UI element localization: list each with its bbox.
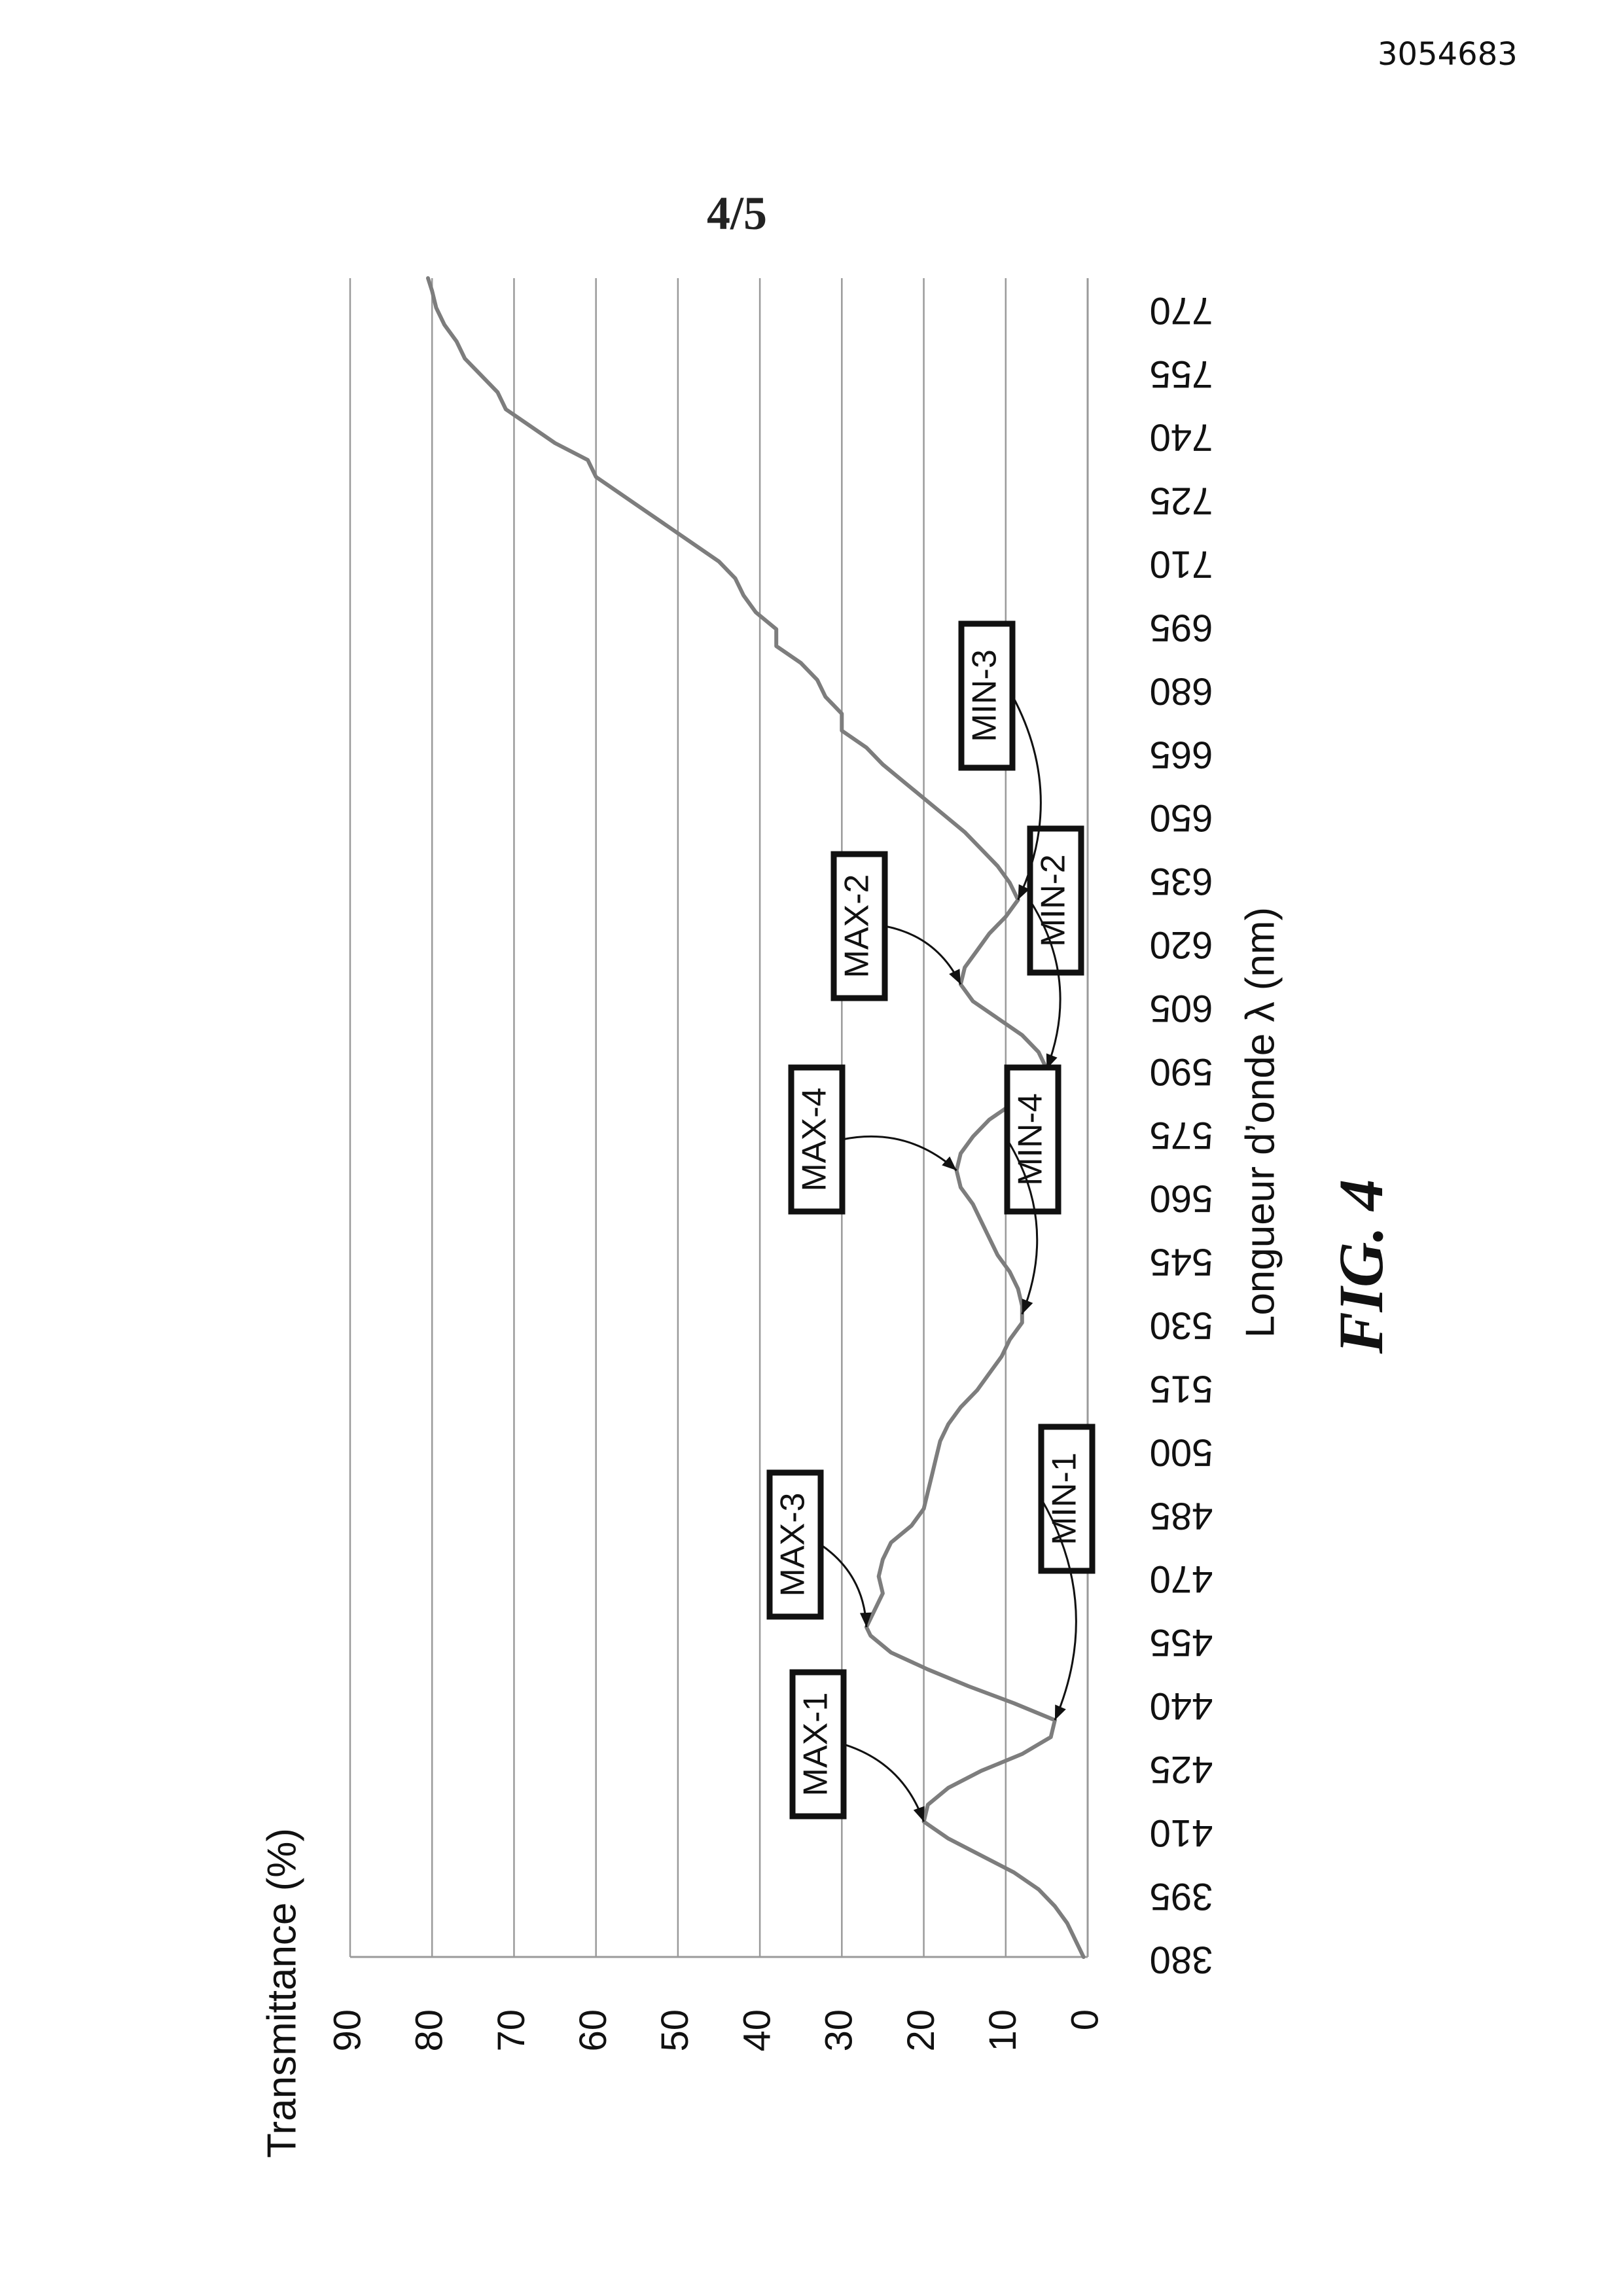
- annotation-max-1: MAX-1: [789, 1669, 925, 1822]
- annotation-box: [958, 620, 1016, 771]
- x-tick-label: 395: [1150, 1875, 1213, 1918]
- annotation-box: [1038, 1424, 1096, 1574]
- x-tick-label: 380: [1150, 1939, 1213, 1981]
- arrowhead: [913, 1806, 925, 1822]
- y-tick-label: 0: [1063, 2009, 1106, 2030]
- annotation-leader: [1011, 695, 1042, 901]
- y-tick-label: 90: [326, 2009, 368, 2052]
- x-tick-label: 455: [1150, 1621, 1213, 1664]
- annotation-box: [830, 851, 888, 1001]
- y-axis-label: Transmittance (%): [259, 1828, 304, 2158]
- annotation-box: [788, 1064, 846, 1215]
- annotation-label: MIN-1: [1046, 1452, 1084, 1545]
- annotation-label: MAX-2: [838, 874, 876, 978]
- x-tick-label: 500: [1150, 1431, 1213, 1473]
- document-number: 3054683: [1378, 36, 1518, 73]
- y-tick-label: 70: [490, 2009, 533, 2052]
- series-line-0: [426, 276, 1086, 1959]
- x-tick-label: 515: [1150, 1367, 1213, 1410]
- x-tick-label: 575: [1150, 1114, 1213, 1157]
- arrowhead: [1018, 884, 1030, 900]
- x-tick-label: 410: [1150, 1812, 1213, 1854]
- sheet-number: 4/5: [707, 187, 768, 240]
- annotation-max-4: MAX-4: [788, 1064, 957, 1215]
- y-tick-labels: 0 10 20 30 40 50 60 70 80 90: [326, 2009, 1106, 2052]
- x-tick-label: 635: [1150, 860, 1213, 903]
- x-tick-label: 590: [1150, 1050, 1213, 1093]
- annotation-min-1: MIN-1: [1038, 1424, 1096, 1721]
- annotation-max-2: MAX-2: [830, 851, 962, 1001]
- x-tick-label: 695: [1150, 606, 1213, 649]
- arrowhead: [1054, 1704, 1066, 1721]
- x-tick-label: 425: [1150, 1748, 1213, 1791]
- annotation-min-2: MIN-2: [1027, 825, 1084, 1069]
- annotation-min-3: MIN-3: [958, 620, 1042, 901]
- annotation-label: MIN-2: [1035, 854, 1073, 947]
- x-tick-label: 755: [1150, 353, 1213, 395]
- annotation-min-4: MIN-4: [1004, 1064, 1061, 1315]
- annotation-leader: [843, 1743, 925, 1822]
- y-tick-label: 30: [818, 2009, 861, 2052]
- y-tick-label: 10: [982, 2009, 1024, 2052]
- figure-caption: FIG. 4: [1326, 1179, 1396, 1355]
- annotation-layer: MAX-1 MIN-1 MAX-3 MIN-4 MAX-4 MIN-2 MAX-2 MIN-3: [766, 620, 1096, 1822]
- annotation-box: [1004, 1064, 1061, 1215]
- annotation-label: MAX-4: [796, 1088, 834, 1192]
- x-tick-label: 650: [1150, 797, 1213, 839]
- x-axis-label: Longueur d’onde λ (nm): [1238, 907, 1283, 1338]
- x-tick-label: 665: [1150, 733, 1213, 776]
- arrowhead: [1046, 1053, 1058, 1069]
- annotation-box: [766, 1469, 824, 1620]
- x-tick-label: 740: [1150, 416, 1213, 459]
- x-tick-label: 770: [1150, 289, 1213, 332]
- x-tick-label: 560: [1150, 1177, 1213, 1220]
- x-tick-label: 620: [1150, 924, 1213, 966]
- annotation-label: MIN-4: [1012, 1093, 1050, 1186]
- x-tick-label: 470: [1150, 1558, 1213, 1600]
- arrowhead: [1022, 1299, 1033, 1314]
- arrowhead: [942, 1156, 957, 1171]
- x-tick-label: 530: [1150, 1304, 1213, 1347]
- x-tick-label: 440: [1150, 1685, 1213, 1727]
- grid-layer: [349, 278, 1089, 1958]
- annotation-leader: [842, 1135, 957, 1172]
- annotation-box: [1027, 825, 1084, 976]
- x-tick-label: 545: [1150, 1241, 1213, 1283]
- y-tick-label: 80: [408, 2009, 451, 2052]
- annotation-leader: [1029, 900, 1061, 1069]
- y-tick-label: 40: [736, 2009, 778, 2052]
- annotation-max-3: MAX-3: [766, 1469, 872, 1628]
- x-tick-label: 725: [1150, 480, 1213, 522]
- arrowhead: [949, 969, 961, 984]
- y-tick-label: 50: [654, 2009, 696, 2052]
- y-tick-label: 60: [572, 2009, 615, 2052]
- x-tick-label: 605: [1150, 987, 1213, 1030]
- annotation-leader: [820, 1543, 868, 1628]
- x-tick-label: 710: [1150, 543, 1213, 586]
- series-layer: [426, 276, 1086, 1959]
- annotation-leader: [884, 925, 962, 985]
- x-tick-label: 680: [1150, 670, 1213, 712]
- x-tick-label: 485: [1150, 1494, 1213, 1537]
- annotation-leader: [1040, 1498, 1077, 1721]
- y-tick-label: 20: [900, 2009, 942, 2052]
- annotation-label: MAX-3: [774, 1493, 812, 1597]
- x-tick-labels: 380 395 410 425 440 455 470 485 500 515 530 545 560 5…: [1150, 289, 1213, 1981]
- annotation-label: MAX-1: [797, 1693, 835, 1797]
- annotation-leader: [1006, 1139, 1039, 1315]
- annotation-label: MIN-3: [966, 649, 1004, 742]
- arrowhead: [859, 1612, 872, 1628]
